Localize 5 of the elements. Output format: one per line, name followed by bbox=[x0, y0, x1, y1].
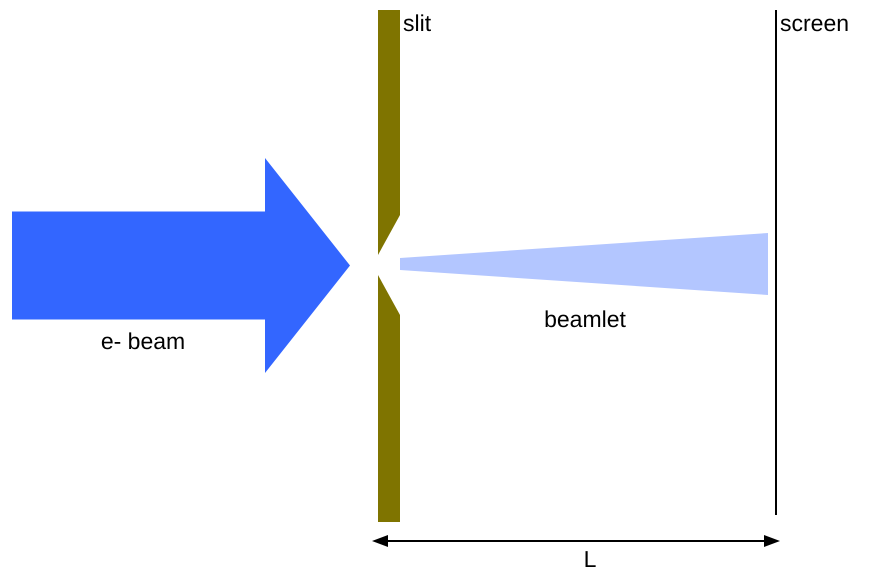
part-label: beamlet bbox=[544, 306, 626, 333]
part-label: slit bbox=[403, 10, 432, 37]
part-label: screen bbox=[780, 10, 850, 37]
part-label: e- beam bbox=[100, 328, 186, 355]
dimension-label: L bbox=[584, 546, 596, 573]
